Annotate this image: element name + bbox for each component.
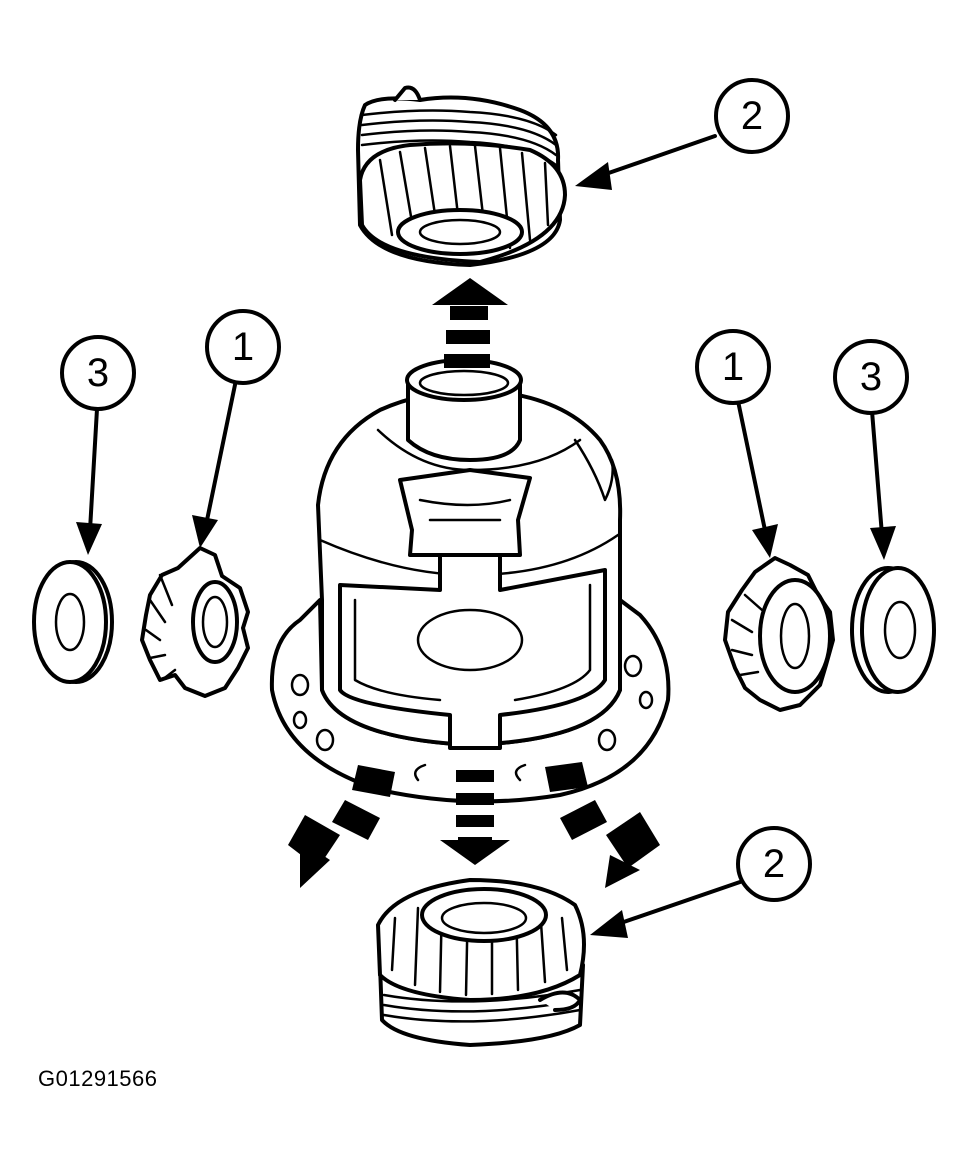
leader-lines <box>76 134 896 938</box>
callout-3-right: 3 <box>833 339 909 415</box>
differential-case <box>269 358 671 804</box>
callout-label: 3 <box>87 351 109 395</box>
removal-arrow-down-left <box>288 765 395 888</box>
removal-arrow-up <box>432 278 508 368</box>
thrust-washer-left <box>32 560 114 684</box>
side-gear-top <box>356 85 567 267</box>
pinion-gear-right <box>723 556 835 712</box>
callout-1-left: 1 <box>205 309 281 385</box>
pinion-gear-left <box>140 546 250 698</box>
callout-1-right: 1 <box>695 329 771 405</box>
callout-2-bottom: 2 <box>736 826 812 902</box>
figure-code: G01291566 <box>38 1066 158 1091</box>
callout-3-left: 3 <box>60 335 136 411</box>
thrust-washer-right <box>850 566 936 694</box>
side-gear-bottom <box>376 878 586 1047</box>
callout-label: 1 <box>232 325 254 369</box>
removal-arrow-down <box>440 770 510 865</box>
callout-label: 2 <box>741 94 763 138</box>
callout-label: 1 <box>722 345 744 389</box>
callout-label: 2 <box>763 842 785 886</box>
callout-label: 3 <box>860 355 882 399</box>
removal-arrow-down-right <box>545 762 660 888</box>
callout-2-top: 2 <box>714 78 790 154</box>
